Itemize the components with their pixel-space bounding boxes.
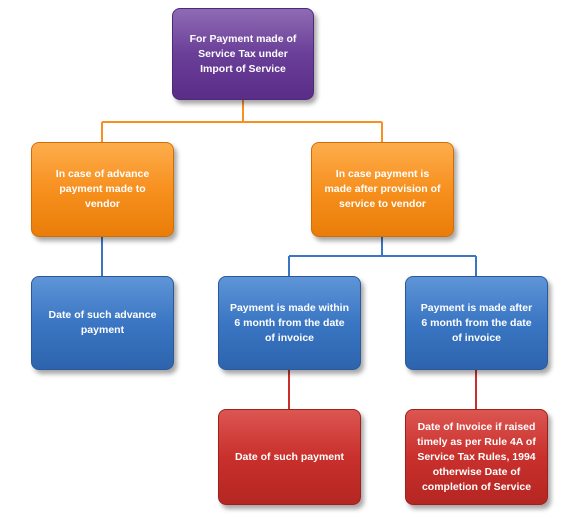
invoice-date-node: Date of Invoice if raised timely as per …	[405, 409, 548, 505]
root-node: For Payment made of Service Tax under Im…	[172, 8, 314, 100]
advance-date-node: Date of such advance payment	[31, 276, 174, 370]
after-6-months-node: Payment is made after 6 month from the d…	[405, 276, 548, 370]
advance-payment-node: In case of advance payment made to vendo…	[31, 142, 174, 237]
after-provision-node: In case payment is made after provision …	[311, 142, 454, 237]
payment-date-node: Date of such payment	[218, 409, 361, 505]
within-6-months-node: Payment is made within 6 month from the …	[218, 276, 361, 370]
